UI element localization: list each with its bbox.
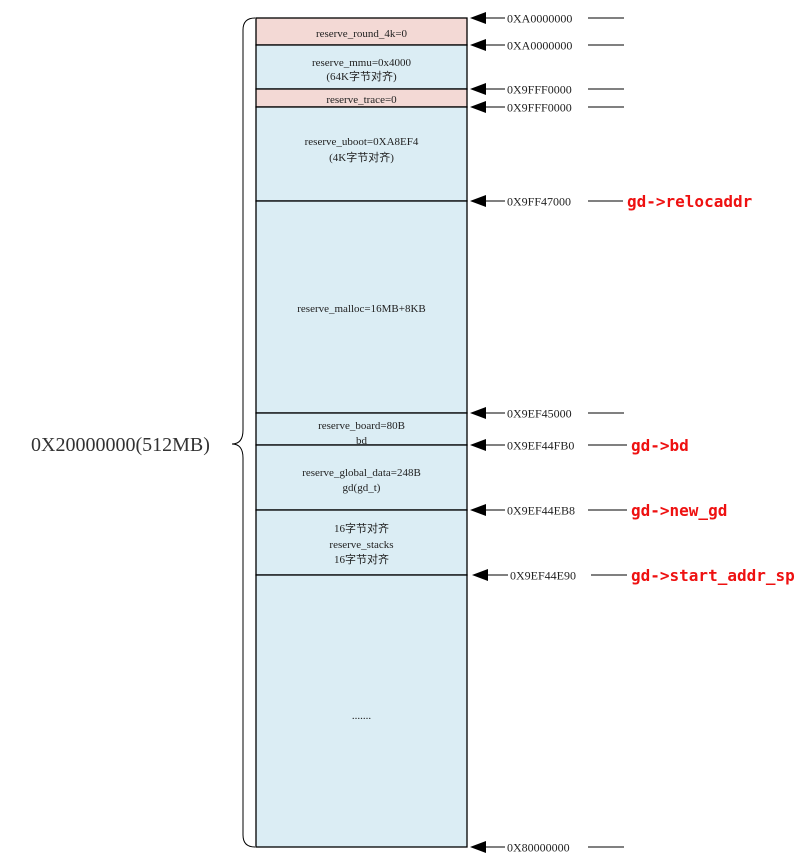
block-global-data-label: gd(gd_t) bbox=[343, 482, 381, 494]
block-uboot-label: (4K字节对齐) bbox=[329, 150, 394, 164]
gd-pointer-label: gd->bd bbox=[631, 436, 689, 455]
address-label: 0XA0000000 bbox=[507, 12, 572, 26]
arrowhead bbox=[472, 569, 488, 581]
arrowhead bbox=[470, 101, 486, 113]
block-board-label: reserve_board=80B bbox=[318, 420, 405, 432]
block-mmu-label: (64K字节对齐) bbox=[326, 69, 397, 83]
gd-pointer-label: gd->relocaddr bbox=[627, 192, 752, 211]
address-label: 0X80000000 bbox=[507, 841, 570, 855]
address-label: 0X9EF44E90 bbox=[510, 569, 576, 583]
gd-pointer-label: gd->new_gd bbox=[631, 501, 727, 520]
arrowhead bbox=[470, 407, 486, 419]
address-label: 0XA0000000 bbox=[507, 39, 572, 53]
block-rest bbox=[255, 574, 468, 848]
arrowhead bbox=[470, 504, 486, 516]
block-stacks-label: reserve_stacks bbox=[329, 539, 393, 551]
block-round-4k-label: reserve_round_4k=0 bbox=[316, 28, 408, 40]
block-uboot bbox=[255, 106, 468, 202]
block-malloc bbox=[255, 200, 468, 414]
arrowhead bbox=[470, 439, 486, 451]
total-size-label: 0X20000000(512MB) bbox=[31, 434, 210, 456]
arrowhead bbox=[470, 195, 486, 207]
block-mmu-label: reserve_mmu=0x4000 bbox=[312, 57, 412, 69]
address-label: 0X9EF44EB8 bbox=[507, 504, 575, 518]
address-label: 0X9FFF0000 bbox=[507, 101, 572, 115]
block-mmu bbox=[255, 44, 468, 90]
block-stacks-label: 16字节对齐 bbox=[334, 552, 389, 566]
block-malloc-label: reserve_malloc=16MB+8KB bbox=[297, 303, 426, 315]
address-label: 0X9EF45000 bbox=[507, 407, 572, 421]
memory-blocks: reserve_round_4k=0 reserve_mmu=0x4000(64K… bbox=[255, 17, 468, 848]
address-label: 0X9FF47000 bbox=[507, 195, 571, 209]
block-global-data-label: reserve_global_data=248B bbox=[302, 467, 421, 479]
address-label: 0X9FFF0000 bbox=[507, 83, 572, 97]
arrowhead bbox=[470, 841, 486, 853]
block-stacks-label: 16字节对齐 bbox=[334, 521, 389, 535]
block-trace-label: reserve_trace=0 bbox=[326, 94, 397, 106]
block-rest-label: ....... bbox=[352, 710, 372, 722]
block-uboot-label: reserve_uboot=0XA8EF4 bbox=[305, 136, 419, 148]
gd-pointer-label: gd->start_addr_sp bbox=[631, 566, 795, 585]
block-board-label: bd bbox=[356, 435, 368, 447]
arrowhead bbox=[470, 12, 486, 24]
block-global-data bbox=[255, 444, 468, 511]
address-arrows: 0XA0000000 0XA0000000 0X9FFF0000 0X9FFF0000… bbox=[470, 12, 795, 855]
size-brace: 0X20000000(512MB) bbox=[31, 17, 256, 848]
block-round-4k bbox=[255, 17, 468, 46]
arrowhead bbox=[470, 39, 486, 51]
address-label: 0X9EF44FB0 bbox=[507, 439, 574, 453]
size-brace-shape bbox=[231, 17, 256, 848]
arrowhead bbox=[470, 83, 486, 95]
